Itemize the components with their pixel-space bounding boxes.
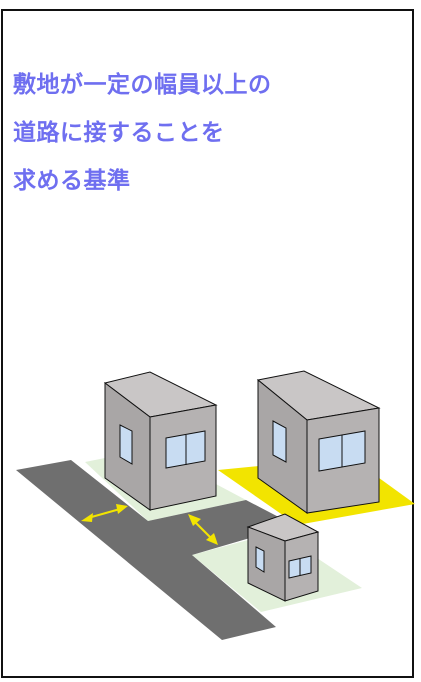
road-width-arrow-2 xyxy=(188,514,218,545)
building-left xyxy=(103,371,218,511)
title-line-2: 道路に接することを xyxy=(13,120,225,146)
title-line-3: 求める基準 xyxy=(13,168,131,194)
window-right-side xyxy=(272,420,287,463)
building-small xyxy=(246,513,320,602)
window-small-side xyxy=(255,546,265,573)
diagram-title: 敷地が一定の幅員以上の 道路に接することを 求める基準 xyxy=(13,61,272,205)
road-width-arrow-1 xyxy=(81,504,128,522)
window-left-side xyxy=(119,424,133,465)
building-right xyxy=(256,370,381,514)
road xyxy=(16,460,294,640)
title-line-1: 敷地が一定の幅員以上の xyxy=(13,72,272,98)
